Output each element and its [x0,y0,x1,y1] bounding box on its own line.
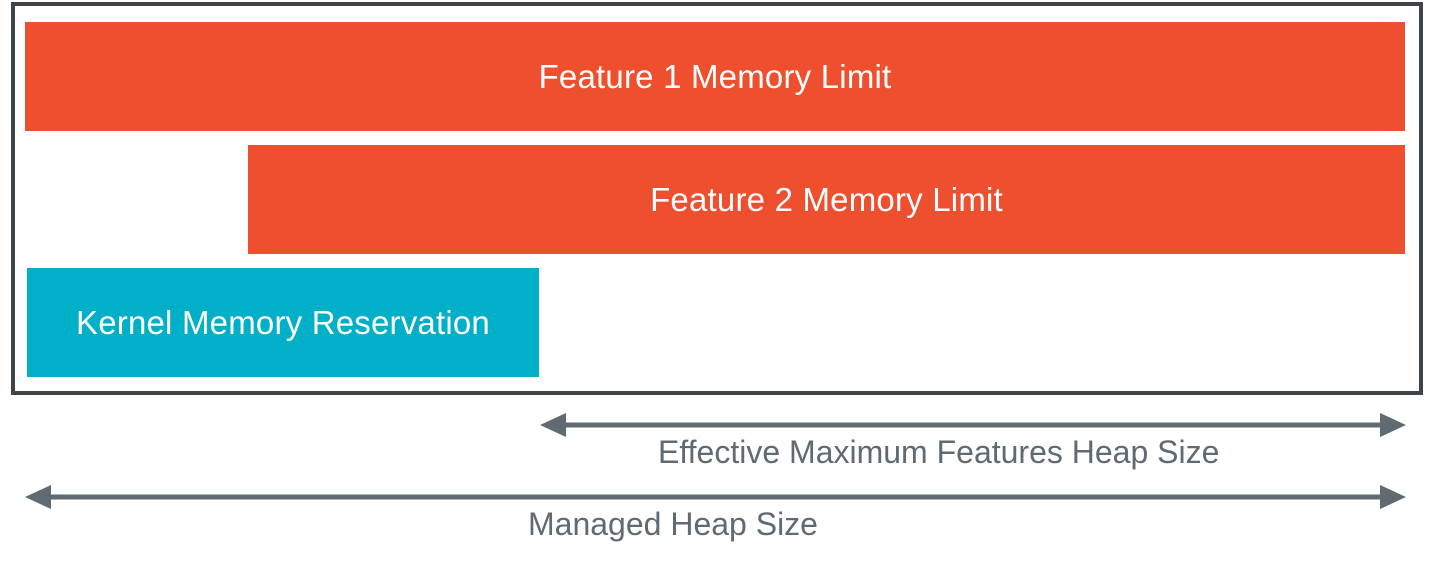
feature-1-memory-limit-label: Feature 1 Memory Limit [538,57,892,95]
managed-heap-arrow-left-head [25,485,51,509]
effective-heap-arrow-left-head [540,413,566,437]
feature-1-memory-limit-bar: Feature 1 Memory Limit [25,22,1405,131]
feature-2-memory-limit-label: Feature 2 Memory Limit [650,180,1003,218]
managed-heap-size-label: Managed Heap Size [528,506,818,542]
feature-2-memory-limit-bar: Feature 2 Memory Limit [248,145,1405,254]
effective-max-features-heap-size-label: Effective Maximum Features Heap Size [658,434,1220,470]
kernel-memory-reservation-label: Kernel Memory Reservation [76,303,490,341]
managed-heap-arrow-right-head [1380,485,1406,509]
effective-heap-arrow-right-head [1380,413,1406,437]
kernel-memory-reservation-bar: Kernel Memory Reservation [27,268,539,377]
